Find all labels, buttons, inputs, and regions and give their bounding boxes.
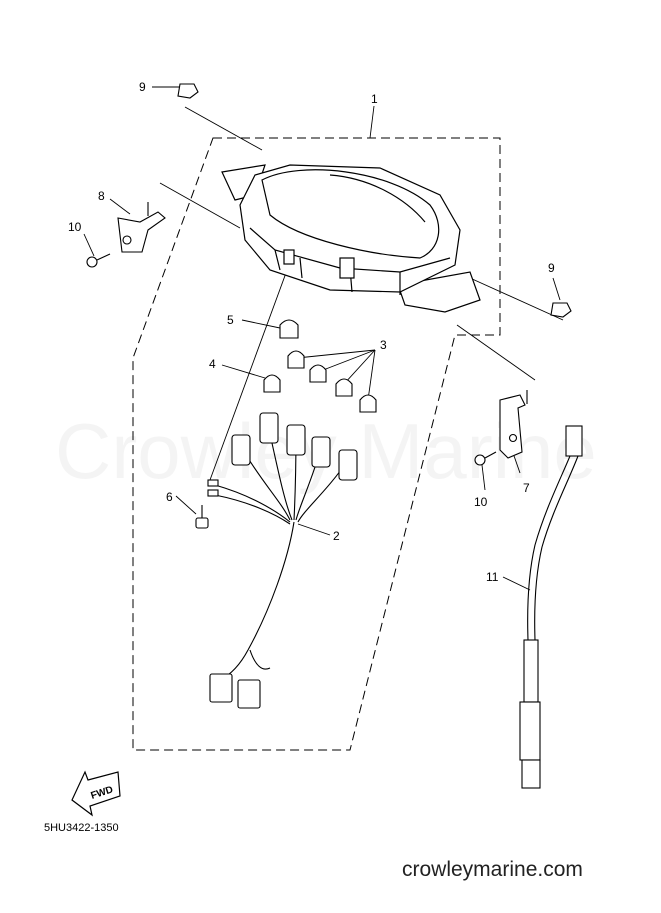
callout-5: 5	[227, 313, 234, 327]
fwd-arrow: FWD	[71, 770, 121, 817]
speedometer-cable-icon	[519, 425, 583, 789]
callout-3: 3	[380, 338, 387, 352]
wire-harness-icon	[207, 412, 358, 709]
drawing-code: 5HU3422-1350	[44, 822, 119, 834]
callout-10-left: 10	[68, 220, 82, 234]
callout-8: 8	[98, 189, 105, 203]
callout-9-right: 9	[548, 261, 555, 275]
callout-labels: 1 9 8 10 9 5 3 4 7 6 10 2 11	[68, 80, 555, 584]
fastener-icons	[86, 83, 572, 529]
footer-url[interactable]: crowleymarine.com	[402, 858, 583, 881]
callout-11: 11	[486, 570, 499, 584]
callout-7: 7	[523, 481, 530, 495]
meter-assembly-icon	[221, 164, 481, 313]
callout-6: 6	[166, 490, 173, 504]
callout-10-right: 10	[474, 495, 488, 509]
bracket-icon	[117, 202, 528, 459]
callout-1: 1	[371, 92, 378, 106]
assembly-outline-dashed	[132, 137, 501, 751]
bulbs-icon	[263, 319, 377, 413]
callout-4: 4	[209, 357, 216, 371]
callout-2: 2	[333, 529, 340, 543]
leader-lines	[83, 86, 564, 591]
callout-9-left: 9	[139, 80, 146, 94]
